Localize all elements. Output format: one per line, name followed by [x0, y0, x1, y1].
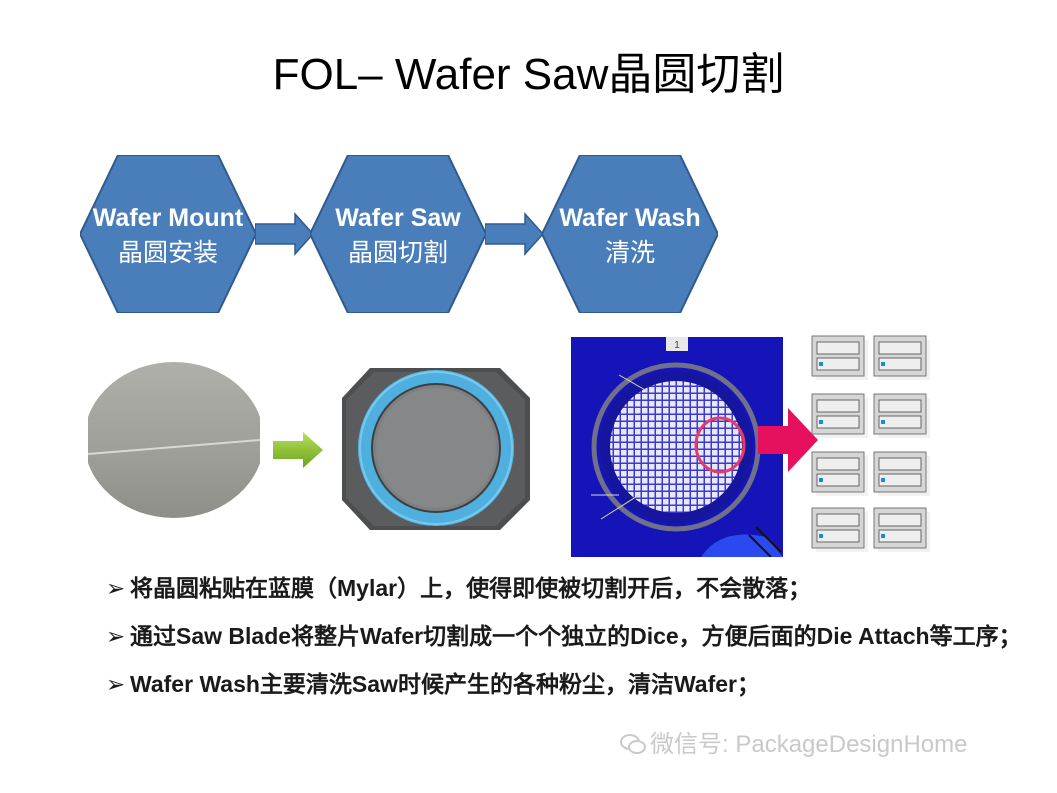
step-name-cn: 清洗	[604, 239, 655, 267]
step-wafer-saw: Wafer Saw 晶圆切割	[310, 155, 486, 313]
frame-number: 1	[674, 340, 680, 351]
flow-arrow-1	[255, 212, 315, 256]
watermark: 微信号: PackageDesignHome	[620, 724, 967, 759]
wechat-icon	[620, 734, 646, 754]
watermark-text: 微信号: PackageDesignHome	[650, 731, 968, 758]
hexagon-shape	[80, 155, 256, 313]
step-name-en: Wafer Wash	[559, 204, 701, 232]
bullet-list: ➢ 将晶圆粘贴在蓝膜（Mylar）上，使得即使被切割开后，不会散落； ➢ 通过S…	[106, 572, 1036, 714]
dice-array	[811, 335, 930, 552]
step-name-cn: 晶圆切割	[347, 239, 448, 267]
step-name-en: Wafer Saw	[335, 204, 461, 232]
bullet-item: ➢ 将晶圆粘贴在蓝膜（Mylar）上，使得即使被切割开后，不会散落；	[106, 572, 1036, 604]
green-arrow-icon	[273, 432, 323, 468]
hexagon-shape	[310, 155, 486, 313]
bullet-text: 通过Saw Blade将整片Wafer切割成一个个独立的Dice，方便后面的Di…	[130, 623, 1022, 649]
bullet-item: ➢ Wafer Wash主要清洗Saw时候产生的各种粉尘，清洁Wafer；	[106, 668, 1036, 700]
arrow-bullet-icon: ➢	[106, 623, 126, 649]
step-wafer-mount: Wafer Mount 晶圆安装	[80, 155, 256, 313]
diced-wafer-diagram: 1	[571, 337, 783, 557]
bullet-text: 将晶圆粘贴在蓝膜（Mylar）上，使得即使被切割开后，不会散落；	[130, 575, 812, 601]
step-label: Wafer Wash 清洗	[532, 201, 728, 271]
wafer-photo	[88, 362, 260, 518]
pink-arrow-icon	[758, 408, 818, 472]
arrow-bullet-icon: ➢	[106, 575, 126, 601]
arrow-bullet-icon: ➢	[106, 671, 126, 697]
step-name-en: Wafer Mount	[92, 204, 244, 232]
bullet-text: Wafer Wash主要清洗Saw时候产生的各种粉尘，清洁Wafer；	[130, 671, 760, 697]
die-icon	[811, 335, 868, 380]
step-wafer-wash: Wafer Wash 清洗	[542, 155, 718, 313]
bullet-item: ➢ 通过Saw Blade将整片Wafer切割成一个个独立的Dice，方便后面的…	[106, 620, 1036, 652]
page-title: FOL– Wafer Saw晶圆切割	[272, 50, 785, 99]
flow-arrow-2	[485, 212, 545, 256]
hexagon-shape	[542, 155, 718, 313]
step-label: Wafer Mount 晶圆安装	[70, 201, 266, 271]
step-label: Wafer Saw 晶圆切割	[300, 201, 496, 271]
step-name-cn: 晶圆安装	[117, 239, 218, 267]
mounted-wafer-photo	[342, 368, 530, 530]
